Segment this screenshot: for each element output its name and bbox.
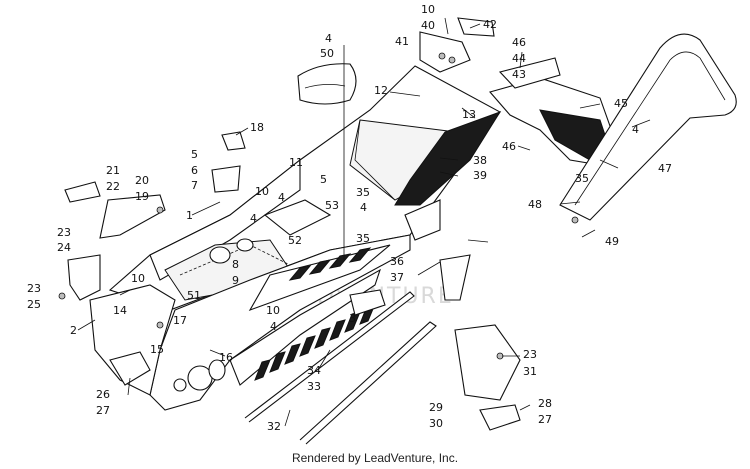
callout: 40 <box>421 19 435 32</box>
callout: 1 <box>186 209 193 222</box>
callout: 4 <box>250 212 257 225</box>
callout: 4 <box>278 191 285 204</box>
callout: 4 <box>325 32 332 45</box>
callout: 31 <box>523 365 537 378</box>
callout: 18 <box>250 121 264 134</box>
callout: 39 <box>473 169 487 182</box>
callout: 27 <box>96 404 110 417</box>
callout: 4 <box>360 201 367 214</box>
callout: 4 <box>632 123 639 136</box>
callout-labels: 10 42 40 41 4 50 46 44 43 12 13 45 18 4 … <box>27 3 672 433</box>
callout: 46 <box>512 36 526 49</box>
callout: 23 <box>57 226 71 239</box>
callout: 16 <box>219 351 233 364</box>
leader-lines <box>77 17 651 427</box>
callout: 28 <box>538 397 552 410</box>
upper-bracket <box>419 17 495 73</box>
hardware <box>58 131 579 431</box>
callout: 10 <box>131 272 145 285</box>
tunnel-assembly <box>89 65 502 445</box>
callout: 26 <box>96 388 110 401</box>
callout: 23 <box>27 282 41 295</box>
callout: 42 <box>483 18 497 31</box>
callout: 17 <box>173 314 187 327</box>
callout: 48 <box>528 198 542 211</box>
callout: 49 <box>605 235 619 248</box>
callout: 10 <box>266 304 280 317</box>
callout: 45 <box>614 97 628 110</box>
callout: 44 <box>512 52 526 65</box>
callout: 51 <box>187 289 201 302</box>
callout: 53 <box>325 199 339 212</box>
callout: 35 <box>575 172 589 185</box>
callout: 20 <box>135 174 149 187</box>
callout: 12 <box>374 84 388 97</box>
callout: 21 <box>106 164 120 177</box>
callout: 27 <box>538 413 552 426</box>
callout: 43 <box>512 68 526 81</box>
seat-pad <box>297 63 357 105</box>
callout: 3 <box>349 312 356 325</box>
callout: 46 <box>502 140 516 153</box>
callout: 36 <box>390 255 404 268</box>
callout: 4 <box>270 320 277 333</box>
callout: 6 <box>191 164 198 177</box>
callout: 32 <box>267 420 281 433</box>
callout: 14 <box>113 304 127 317</box>
callout: 52 <box>288 234 302 247</box>
callout: 7 <box>191 179 198 192</box>
callout: 35 <box>356 186 370 199</box>
callout: 24 <box>57 241 71 254</box>
callout: 5 <box>191 148 198 161</box>
callout: 38 <box>473 154 487 167</box>
callout: 19 <box>135 190 149 203</box>
callout: 11 <box>289 156 303 169</box>
callout: 37 <box>390 271 404 284</box>
callout: 50 <box>320 47 334 60</box>
callout: 2 <box>70 324 77 337</box>
callout: 23 <box>523 348 537 361</box>
callout: 34 <box>307 364 321 377</box>
callout: 10 <box>255 185 269 198</box>
callout: 9 <box>232 274 239 287</box>
callout: 47 <box>658 162 672 175</box>
taillight-housing <box>489 57 616 166</box>
callout: 22 <box>106 180 120 193</box>
callout: 13 <box>462 108 476 121</box>
callout: 30 <box>429 417 443 430</box>
callout: 25 <box>27 298 41 311</box>
callout: 8 <box>232 258 239 271</box>
callout: 10 <box>421 3 435 16</box>
rear-bumper <box>559 33 737 221</box>
callout: 35 <box>356 232 370 245</box>
callout: 5 <box>320 173 327 186</box>
callout: 15 <box>150 343 164 356</box>
callout: 29 <box>429 401 443 414</box>
callout: 33 <box>307 380 321 393</box>
callout: 41 <box>395 35 409 48</box>
footer-credit: Rendered by LeadVenture, Inc. <box>291 451 459 465</box>
